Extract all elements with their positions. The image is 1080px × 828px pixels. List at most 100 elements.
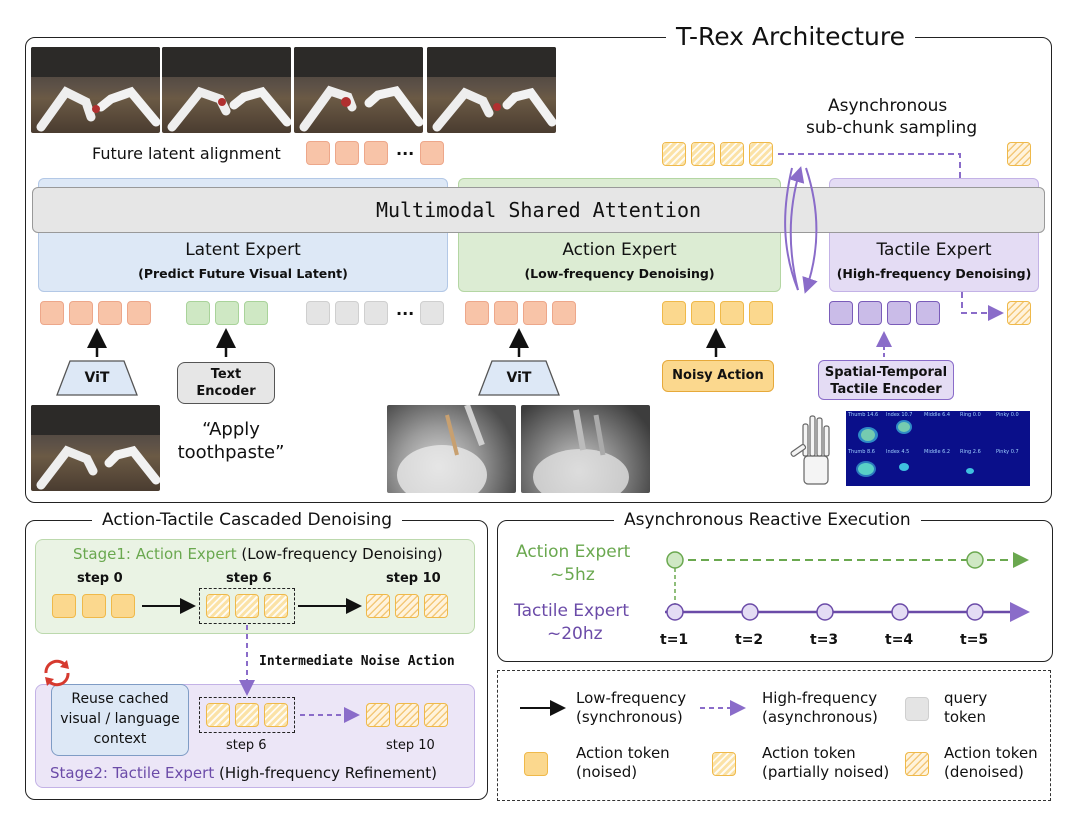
architecture-title: T-Rex Architecture xyxy=(666,22,915,51)
ellipsis: ... xyxy=(396,140,415,159)
action-node xyxy=(966,551,984,569)
stage1-box xyxy=(35,539,475,634)
vit-token xyxy=(40,301,64,325)
time-label: t=4 xyxy=(885,632,914,648)
query-token xyxy=(420,301,444,325)
partial-token xyxy=(264,703,288,727)
shared-attention-bar: Multimodal Shared Attention xyxy=(32,187,1045,233)
tactile-token xyxy=(858,301,882,325)
denoised-token xyxy=(366,594,390,618)
legend-query: query token xyxy=(944,689,988,726)
denoised-token xyxy=(366,703,390,727)
action-node xyxy=(666,551,684,569)
partial-token xyxy=(264,594,288,618)
reactive-panel xyxy=(497,520,1053,662)
heatmap-label: Middle 6.4 xyxy=(924,412,951,418)
cascaded-title: Action-Tactile Cascaded Denoising xyxy=(92,510,403,530)
stage1-label: Stage1: Action Expert (Low-frequency Den… xyxy=(73,545,443,563)
partial-token xyxy=(206,703,230,727)
partial-token xyxy=(720,142,744,166)
tactile-encoder-box: Spatial-Temporal Tactile Encoder xyxy=(818,360,954,400)
tactile-node xyxy=(966,603,984,621)
async-label-line1: Asynchronous xyxy=(828,96,948,116)
heatmap-label: Index 10.7 xyxy=(886,412,913,418)
robot-frame-current xyxy=(31,405,160,491)
vit-label: ViT xyxy=(506,370,532,386)
step6-dashed-box xyxy=(199,588,295,624)
noised-token xyxy=(111,594,135,618)
vit-token xyxy=(69,301,93,325)
stage2-step6-dashed-box xyxy=(199,697,295,733)
noised-token xyxy=(720,301,744,325)
heatmap-label: Ring 0.0 xyxy=(960,412,981,418)
stage2-suffix: (High-frequency Refinement) xyxy=(214,764,437,782)
tactile-rate-label: ~20hz xyxy=(547,624,603,644)
stage2-step10-label: step 10 xyxy=(386,738,435,753)
query-token xyxy=(306,301,330,325)
loop-arrow xyxy=(788,166,805,291)
step10-label: step 10 xyxy=(386,571,441,586)
tactile-output-line xyxy=(961,292,1004,321)
expert-title: Action Expert xyxy=(562,240,677,260)
text-encoder: Text Encoder xyxy=(177,362,275,404)
ellipsis: ... xyxy=(396,300,415,319)
tactile-token xyxy=(829,301,853,325)
time-label: t=1 xyxy=(660,632,689,648)
vit-token xyxy=(98,301,122,325)
vit-token xyxy=(127,301,151,325)
denoised-token xyxy=(395,703,419,727)
partial-token xyxy=(235,594,259,618)
stage1-prefix: Stage1: Action Expert xyxy=(73,545,237,563)
latent-expert-title: Latent Expert (Predict Future Visual Lat… xyxy=(38,240,448,281)
text-token xyxy=(215,301,239,325)
robot-frame-1 xyxy=(31,47,160,133)
heatmap-label: Thumb 14.6 xyxy=(848,412,879,418)
timeline xyxy=(665,551,1030,622)
tactile-node xyxy=(741,603,759,621)
stage2-prefix: Stage2: Tactile Expert xyxy=(50,764,215,782)
legend-query-swatch xyxy=(905,697,929,721)
tactile-token xyxy=(887,301,911,325)
robot-frame-3 xyxy=(294,47,423,133)
legend-panel xyxy=(497,670,1051,801)
legend-arrows xyxy=(520,700,746,716)
future-latent-label: Future latent alignment xyxy=(92,144,281,163)
tactile-node xyxy=(816,603,834,621)
noisy-action-box: Noisy Action xyxy=(662,360,774,392)
instruction-text: “Apply toothpaste” xyxy=(177,419,285,463)
step0-label: step 0 xyxy=(77,571,123,586)
vit-token xyxy=(465,301,489,325)
vit-encoder-left: ViT xyxy=(56,360,138,396)
text-token xyxy=(186,301,210,325)
query-token xyxy=(364,301,388,325)
partial-token xyxy=(749,142,773,166)
vit-token xyxy=(494,301,518,325)
latent-token xyxy=(420,141,444,165)
action-expert-title: Action Expert (Low-frequency Denoising) xyxy=(458,240,781,281)
denoised-token xyxy=(424,703,448,727)
legend-partial-swatch xyxy=(712,752,736,776)
action-rate-label: ~5hz xyxy=(550,565,595,585)
loop-arrow xyxy=(802,167,818,294)
heatmap-label: Middle 6.2 xyxy=(924,449,951,455)
latent-token xyxy=(364,141,388,165)
legend-low-freq: Low-frequency (synchronous) xyxy=(576,689,687,726)
intermediate-label: Intermediate Noise Action xyxy=(259,654,455,669)
vit-token xyxy=(523,301,547,325)
expert-subtitle: (Low-frequency Denoising) xyxy=(524,266,715,281)
latent-token xyxy=(306,141,330,165)
step6-label: step 6 xyxy=(226,571,272,586)
vit-token xyxy=(552,301,576,325)
tactile-expert-label: Tactile Expert xyxy=(514,601,630,621)
expert-title: Tactile Expert xyxy=(876,240,992,260)
partial-token xyxy=(662,142,686,166)
heatmap-label: Thumb 8.6 xyxy=(848,449,875,455)
denoised-token xyxy=(395,594,419,618)
reuse-context-box: Reuse cached visual / language context xyxy=(51,684,189,756)
action-expert-label: Action Expert xyxy=(516,542,631,562)
wrist-camera-left xyxy=(387,405,516,493)
architecture-arrows xyxy=(87,153,1004,357)
heatmap-label: Pinky 0.7 xyxy=(996,449,1019,455)
latent-token xyxy=(335,141,359,165)
heatmap-label: Index 4.5 xyxy=(886,449,910,455)
